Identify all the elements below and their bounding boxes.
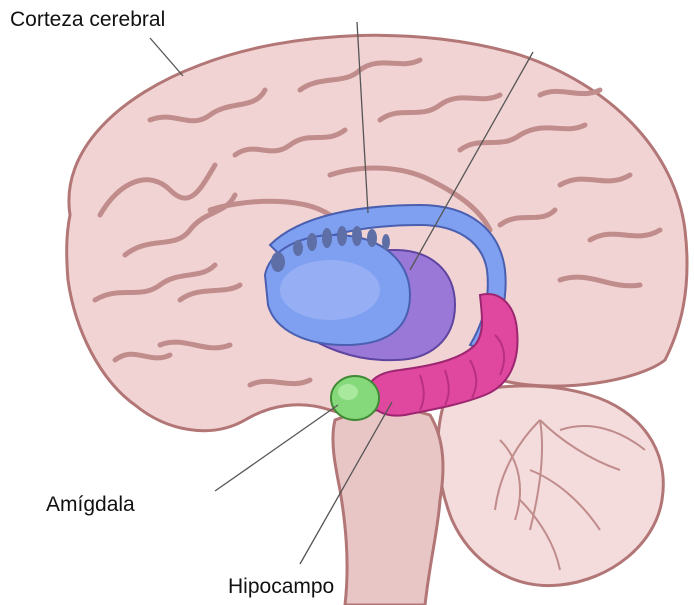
ventricle-highlight [280, 260, 380, 320]
label-cortex: Corteza cerebral [10, 8, 165, 32]
cerebellum [438, 386, 663, 586]
amygdala-highlight [338, 384, 358, 400]
label-hippocampus: Hipocampo [228, 575, 334, 599]
amygdala [331, 376, 379, 420]
brainstem [333, 410, 443, 605]
label-amygdala: Amígdala [46, 493, 135, 517]
